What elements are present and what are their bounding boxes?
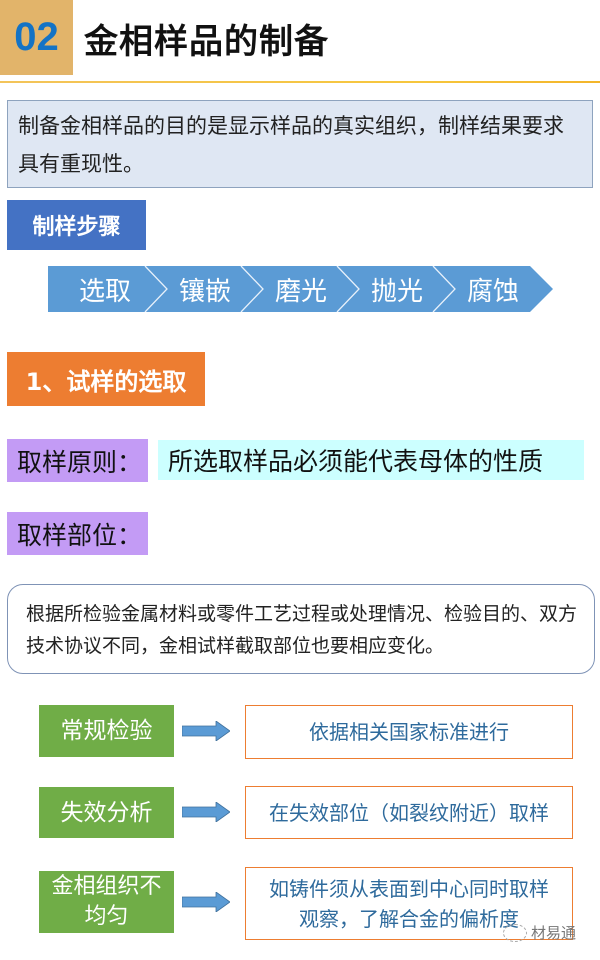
principle-value: 所选取样品必须能代表母体的性质 <box>158 440 584 480</box>
section-number: 02 <box>14 15 59 59</box>
step-mount: 镶嵌 <box>178 276 231 307</box>
section-number-badge: 02 <box>0 0 73 75</box>
title-divider <box>0 81 600 83</box>
step-etch: 腐蚀 <box>466 276 519 307</box>
result-failure-analysis: 在失效部位（如裂纹附近）取样 <box>245 786 573 839</box>
intro-box: 制备金相样品的目的是显示样品的真实组织，制样结果要求具有重现性。 <box>7 100 593 188</box>
intro-text: 制备金相样品的目的是显示样品的真实组织，制样结果要求具有重现性。 <box>18 114 564 176</box>
case-nonuniform-structure: 金相组织不均匀 <box>39 871 174 933</box>
case-failure-analysis: 失效分析 <box>39 787 174 838</box>
location-description: 根据所检验金属材料或零件工艺过程或处理情况、检验目的、双方技术协议不同，金相试样… <box>26 603 578 657</box>
process-chevrons: 选取 镶嵌 磨光 抛光 腐蚀 <box>48 266 553 312</box>
step-grind: 磨光 <box>274 276 327 307</box>
page-title: 金相样品的制备 <box>84 22 329 62</box>
arrow-right-icon <box>182 721 230 741</box>
result-routine-inspection: 依据相关国家标准进行 <box>245 705 573 759</box>
location-description-box: 根据所检验金属材料或零件工艺过程或处理情况、检验目的、双方技术协议不同，金相试样… <box>7 584 595 674</box>
principle-label: 取样原则： <box>7 439 148 482</box>
watermark-text: 材易通 <box>531 924 577 942</box>
arrow-right-icon <box>182 892 230 912</box>
wechat-icon <box>503 923 527 942</box>
location-label: 取样部位： <box>7 512 148 555</box>
case-routine-inspection: 常规检验 <box>39 705 174 757</box>
step-select: 选取 <box>78 276 131 307</box>
steps-heading: 制样步骤 <box>7 200 146 250</box>
section-heading-sample-selection: 1、试样的选取 <box>7 352 205 406</box>
arrow-right-icon <box>182 802 230 822</box>
step-polish: 抛光 <box>370 276 423 307</box>
chevron-shape <box>48 266 553 312</box>
watermark: 材易通 <box>503 922 576 943</box>
